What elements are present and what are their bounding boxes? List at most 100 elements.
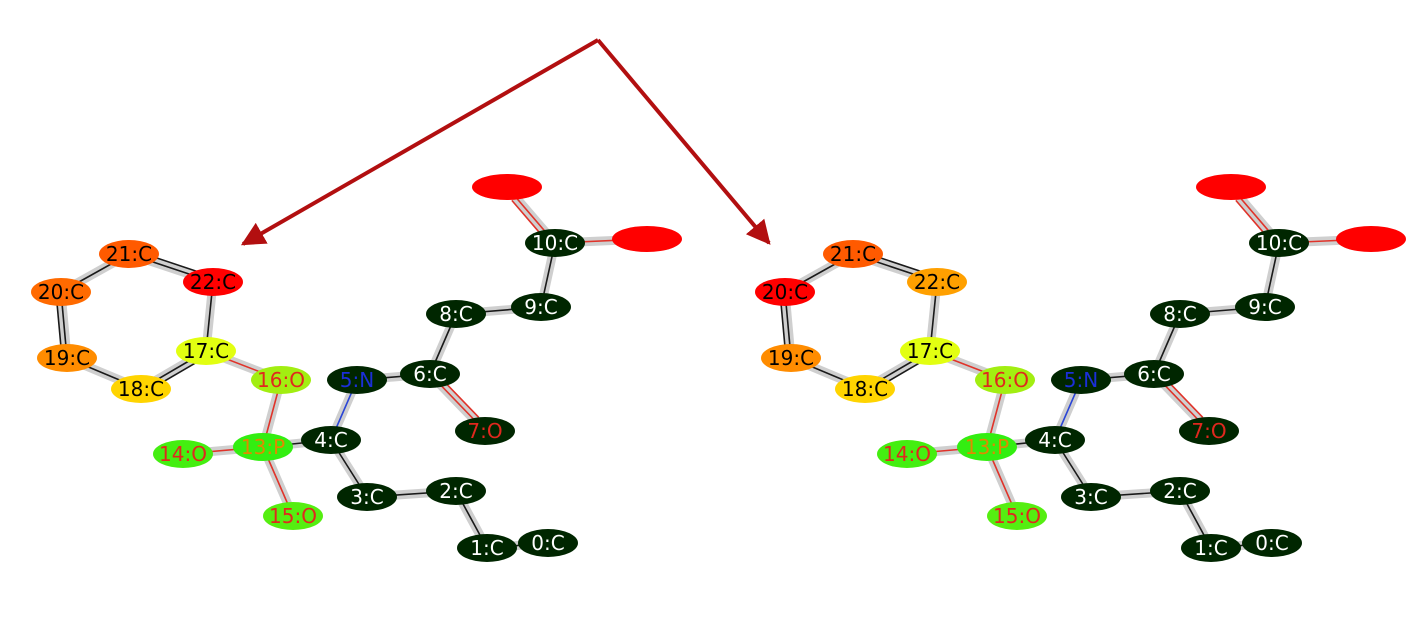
- atom-ellipse: [1179, 417, 1239, 445]
- highlight-arrows: [240, 38, 771, 246]
- atom-node: 9:C: [511, 293, 571, 321]
- bond-second-line: [442, 380, 480, 418]
- atom-label: 22:C: [190, 270, 236, 294]
- atom-ellipse: [400, 360, 460, 388]
- atom-node: 6:C: [400, 360, 460, 388]
- atom-node: [1196, 174, 1266, 200]
- atom-node: 5:N: [1051, 366, 1111, 394]
- atom-ellipse: [337, 483, 397, 511]
- atom-node: 18:C: [835, 375, 895, 403]
- atom-label: 13:P: [241, 435, 285, 459]
- atom-ellipse: [1025, 426, 1085, 454]
- atom-ellipse: [1181, 534, 1241, 562]
- atom-node: 10:C: [525, 229, 585, 257]
- atom-label: 19:C: [768, 346, 814, 370]
- atom-ellipse: [426, 300, 486, 328]
- atom-node: 22:C: [183, 268, 243, 296]
- atom-label: 21:C: [830, 242, 876, 266]
- atom-node: 17:C: [900, 337, 960, 365]
- atom-ellipse: [472, 174, 542, 200]
- atom-label: 14:O: [159, 442, 207, 466]
- atom-node: 18:C: [111, 375, 171, 403]
- atom-ellipse: [111, 375, 171, 403]
- atom-label: 5:N: [340, 368, 374, 392]
- atom-label: 1:C: [470, 536, 503, 560]
- atom-label: 17:C: [183, 339, 229, 363]
- atom-ellipse: [301, 426, 361, 454]
- atom-ellipse: [518, 529, 578, 557]
- atom-ellipse: [455, 417, 515, 445]
- atom-label: 2:C: [1163, 479, 1196, 503]
- atom-ellipse: [251, 366, 311, 394]
- atom-label: 0:C: [1255, 531, 1288, 555]
- atom-label: 14:O: [883, 442, 931, 466]
- atom-node: 9:C: [1235, 293, 1295, 321]
- atom-node: 22:C: [907, 268, 967, 296]
- atom-node: 7:O: [455, 417, 515, 445]
- atom-node: 10:C: [1249, 229, 1309, 257]
- atom-label: 8:C: [439, 302, 472, 326]
- atom-node: 19:C: [37, 344, 97, 372]
- atom-label: 18:C: [118, 377, 164, 401]
- atom-label: 6:C: [1137, 362, 1170, 386]
- atom-node: 14:O: [153, 440, 213, 468]
- atom-label: 10:C: [532, 231, 578, 255]
- atom-ellipse: [761, 344, 821, 372]
- atom-label: 10:C: [1256, 231, 1302, 255]
- atom-node: 1:C: [1181, 534, 1241, 562]
- atom-ellipse: [957, 433, 1017, 461]
- atom-label: 20:C: [38, 280, 84, 304]
- atom-node: 6:C: [1124, 360, 1184, 388]
- atom-node: 16:O: [975, 366, 1035, 394]
- atom-label: 13:P: [965, 435, 1009, 459]
- atom-ellipse: [183, 268, 243, 296]
- atom-ellipse: [975, 366, 1035, 394]
- bond-second-line: [511, 199, 544, 237]
- atom-ellipse: [525, 229, 585, 257]
- atom-node: 0:C: [518, 529, 578, 557]
- atom-ellipse: [907, 268, 967, 296]
- atom-node: 0:C: [1242, 529, 1302, 557]
- arrow-to-right-molecule: [596, 38, 771, 245]
- atom-ellipse: [755, 278, 815, 306]
- atom-ellipse: [1150, 300, 1210, 328]
- bond-second-line: [1235, 199, 1268, 237]
- atom-ellipse: [1124, 360, 1184, 388]
- atom-ellipse: [233, 433, 293, 461]
- atom-node: 4:C: [301, 426, 361, 454]
- atom-label: 9:C: [1248, 295, 1281, 319]
- atom-ellipse: [1235, 293, 1295, 321]
- atom-node: 3:C: [1061, 483, 1121, 511]
- atom-ellipse: [457, 534, 517, 562]
- atom-label: 17:C: [907, 339, 953, 363]
- atom-node: 3:C: [337, 483, 397, 511]
- atom-label: 8:C: [1163, 302, 1196, 326]
- atom-label: 15:O: [993, 504, 1041, 528]
- atom-ellipse: [31, 278, 91, 306]
- atom-label: 21:C: [106, 242, 152, 266]
- atom-node: 21:C: [823, 240, 883, 268]
- atom-node: 8:C: [426, 300, 486, 328]
- atom-node: 13:P: [957, 433, 1017, 461]
- atom-ellipse: [511, 293, 571, 321]
- atom-label: 16:O: [257, 368, 305, 392]
- atom-label: 5:N: [1064, 368, 1098, 392]
- atom-node: 19:C: [761, 344, 821, 372]
- atom-node: 21:C: [99, 240, 159, 268]
- atom-node: 15:O: [987, 502, 1047, 530]
- atom-ellipse: [1336, 226, 1406, 252]
- atom-ellipse: [1061, 483, 1121, 511]
- atom-ellipse: [153, 440, 213, 468]
- atom-ellipse: [426, 477, 486, 505]
- atom-ellipse: [612, 226, 682, 252]
- atom-node: 1:C: [457, 534, 517, 562]
- atom-ellipse: [263, 502, 323, 530]
- atom-node: 14:O: [877, 440, 937, 468]
- atom-ellipse: [1249, 229, 1309, 257]
- atom-ellipse: [327, 366, 387, 394]
- atom-label: 16:O: [981, 368, 1029, 392]
- atom-label: 7:O: [467, 419, 502, 443]
